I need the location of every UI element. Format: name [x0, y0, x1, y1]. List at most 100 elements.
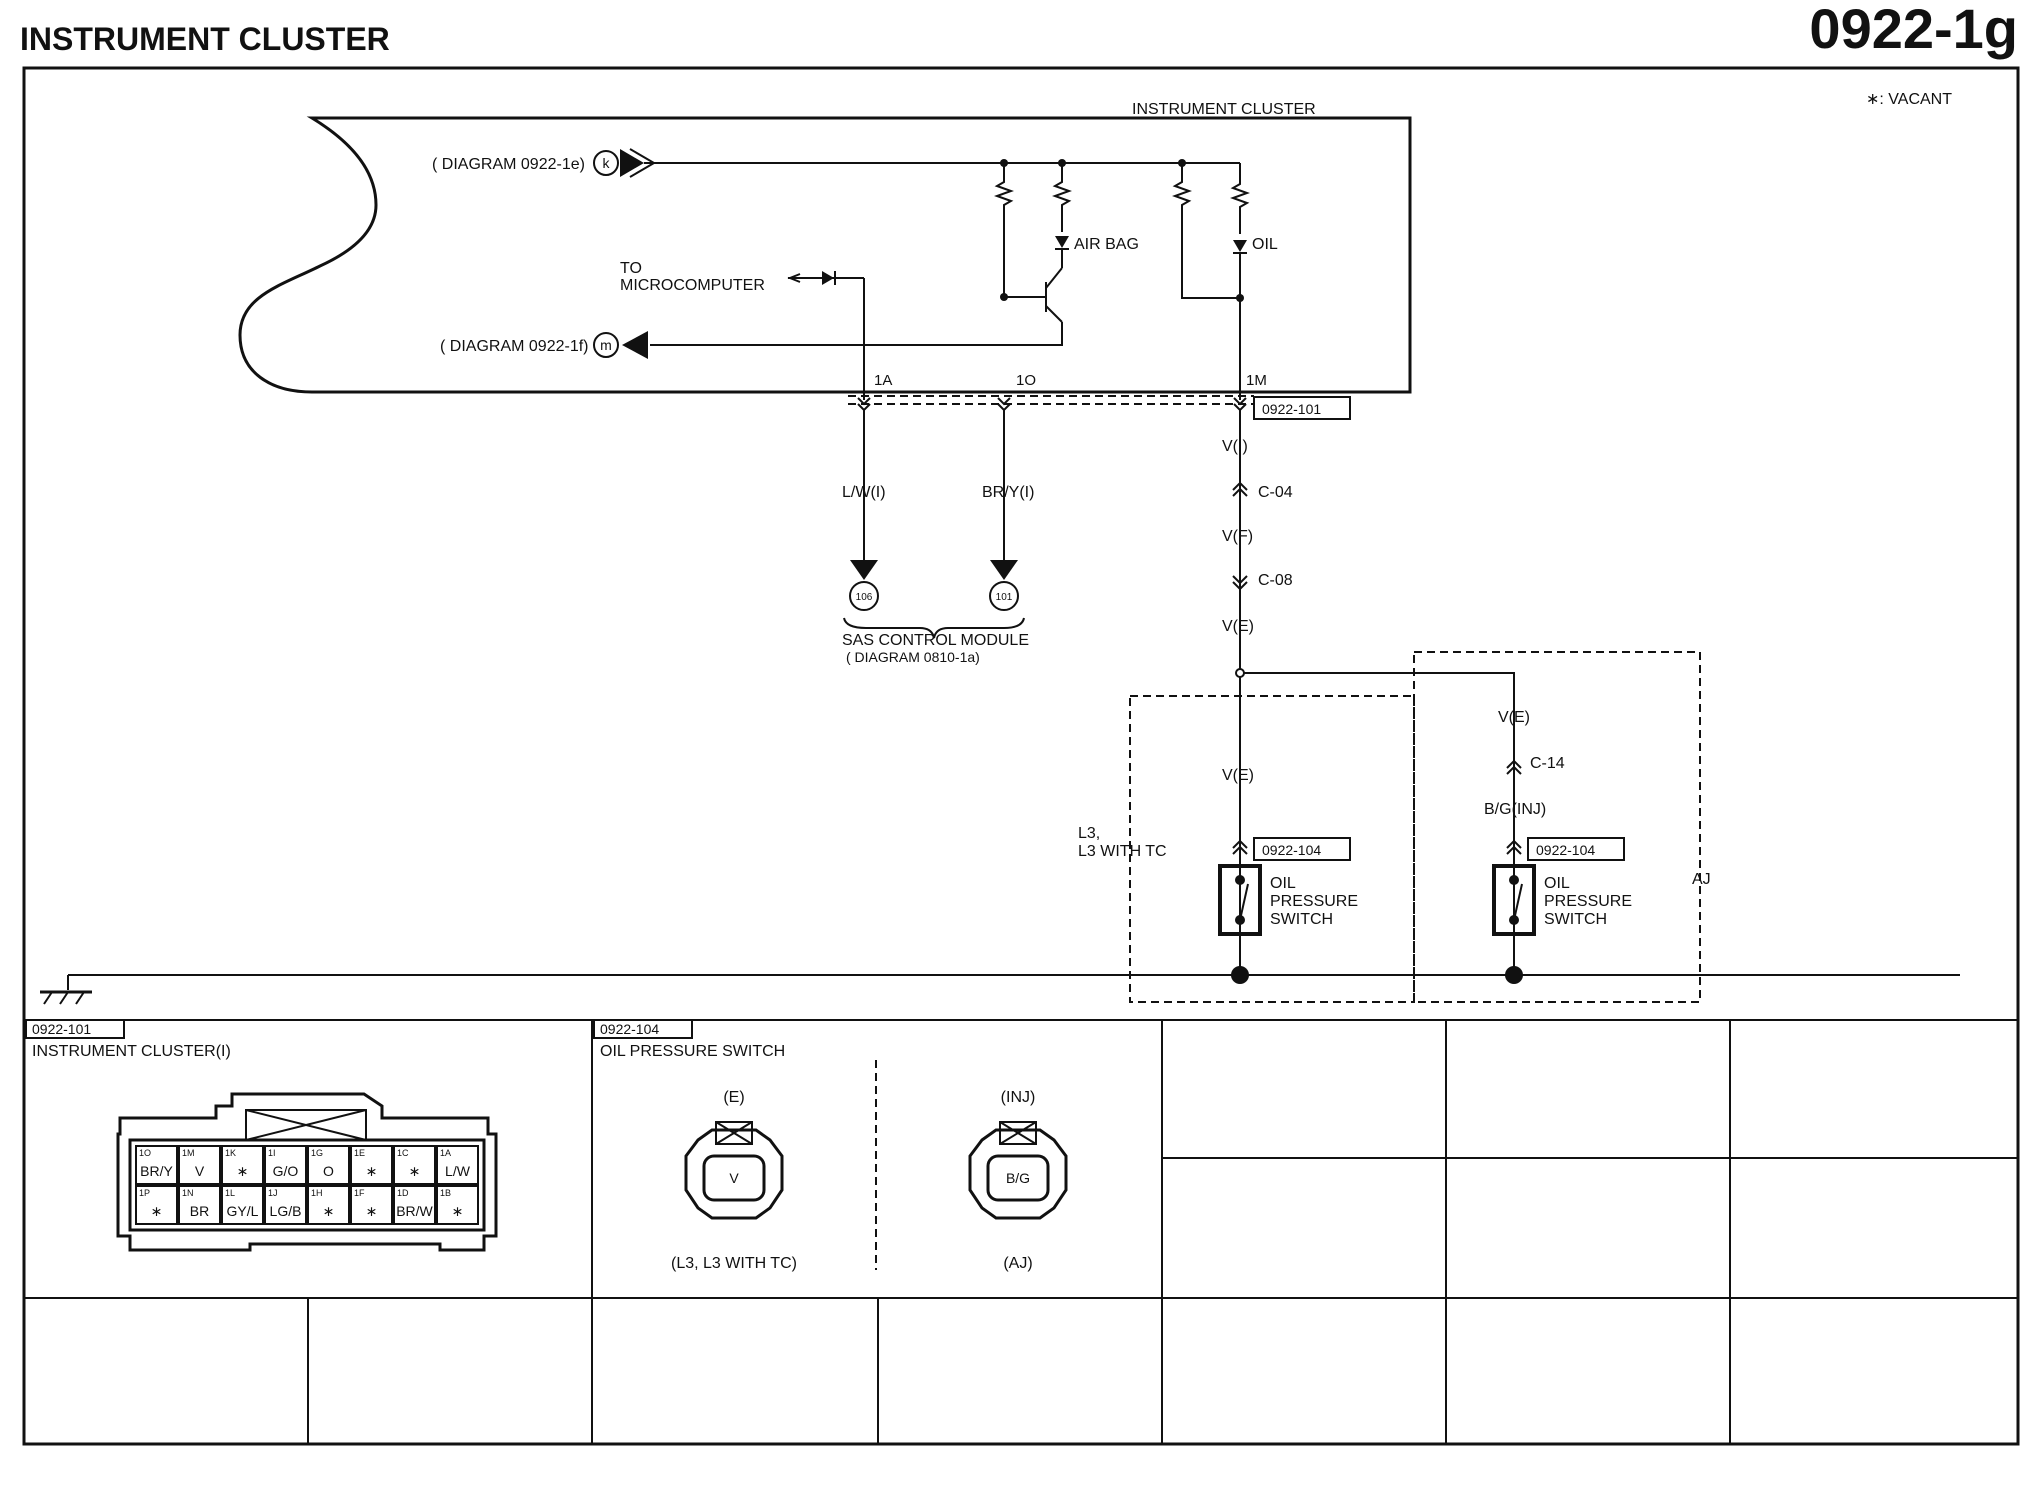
connector-101-cavities: 1OBR/Y1MV1K∗1IG/O1GO1E∗1C∗1AL/W1P∗1NBR1L… [135, 1145, 479, 1225]
transistor-collector [1045, 267, 1063, 289]
sas-arrow-106 [850, 560, 878, 580]
connector-tag-104-right-label: 0922-104 [1536, 842, 1595, 858]
oil-pressure-switch-right-label-2: PRESSURE [1544, 893, 1632, 910]
wire-bry-label: BR/Y(I) [982, 484, 1034, 501]
connector-cavity-pin: 1J [268, 1188, 278, 1198]
diagram-ref-k: ( DIAGRAM 0922-1e) [432, 156, 585, 173]
switch-inj-caption: (AJ) [1003, 1255, 1032, 1272]
connector-cavity-pin: 1B [440, 1188, 451, 1198]
wire-v-f-label: V(F) [1222, 528, 1253, 545]
emitter-wire [1004, 322, 1063, 346]
outer-frame [22, 66, 2020, 1446]
wire-v-i-label: V(I) [1222, 438, 1248, 455]
terminal-k [593, 150, 619, 176]
switch-e-tag: (E) [723, 1089, 744, 1106]
microcomputer-arrow [787, 273, 801, 283]
oil-pressure-switch-left-label-3: SWITCH [1270, 911, 1333, 928]
connector-c04 [1232, 481, 1248, 497]
panel-104-title: OIL PRESSURE SWITCH [600, 1043, 785, 1060]
resistor-airbag [1052, 163, 1072, 232]
sas-terminal-101-label: 101 [996, 592, 1013, 603]
switch-connector-e [684, 1121, 784, 1220]
wire-bg-inj-label: B/G(INJ) [1484, 801, 1546, 818]
page-title: INSTRUMENT CLUSTER [20, 21, 390, 57]
connector-104-left-pin [1232, 839, 1248, 855]
switch-blade [1513, 883, 1523, 921]
connector-104-right-pin [1506, 839, 1522, 855]
resistor-mid [1172, 163, 1240, 299]
pin-1m: 1M [1246, 372, 1267, 389]
sas-terminal-106 [849, 581, 879, 611]
ground-hatch [43, 991, 85, 1005]
instrument-cluster-outline [238, 116, 1412, 394]
microcomputer-label-2: MICROCOMPUTER [620, 277, 765, 294]
oil-pressure-switch-right [1492, 864, 1536, 936]
sas-brace [843, 617, 1025, 639]
arrow-m [622, 331, 648, 359]
oil-pressure-switch-left-label-2: PRESSURE [1270, 893, 1358, 910]
switch-contact [1235, 875, 1245, 885]
connector-cavity-pin: 1F [354, 1188, 365, 1198]
connector-tag-104-left [1253, 837, 1351, 861]
oil-pressure-switch-right-label-1: OIL [1544, 875, 1570, 892]
panel-104-code: 0922-104 [600, 1021, 659, 1037]
connector-cavity-pin: 1I [268, 1148, 276, 1158]
connector-cavity-pin: 1K [225, 1148, 236, 1158]
connector-cavity [264, 1145, 307, 1185]
diode-icon [822, 271, 834, 285]
connector-tag-104-left-label: 0922-104 [1262, 842, 1321, 858]
sas-module-ref: ( DIAGRAM 0810-1a) [846, 649, 980, 665]
variant-l3-label-2: L3 WITH TC [1078, 843, 1167, 860]
connector-cavity-wire: ∗ [366, 1203, 378, 1219]
connector-cavity [135, 1145, 178, 1185]
microcomputer-label-1: TO [620, 260, 642, 277]
connector-cavity-wire: O [323, 1163, 334, 1179]
oil-pressure-switch-left [1218, 864, 1262, 936]
connector-cavity-pin: 1G [311, 1148, 323, 1158]
connector-cavity-wire: ∗ [237, 1163, 249, 1179]
connector-cavity [264, 1185, 307, 1225]
connector-cavity-pin: 1O [139, 1148, 151, 1158]
pin-1o: 1O [1016, 372, 1036, 389]
connector-cavity [393, 1185, 436, 1225]
connector-cavity-wire: ∗ [409, 1163, 421, 1179]
connector-c04-label: C-04 [1258, 484, 1293, 501]
wire-v-e-left-label: V(E) [1222, 767, 1254, 784]
oil-label: OIL [1252, 236, 1278, 253]
junction-dot [1000, 293, 1008, 301]
switch-blade [1239, 883, 1249, 921]
connector-face [128, 1138, 486, 1232]
connector-cavity-pin: 1D [397, 1188, 409, 1198]
connector-c14 [1506, 759, 1522, 775]
terminal-m-label: m [600, 337, 612, 353]
connector-cavity-wire: BR/Y [140, 1163, 173, 1179]
transistor-emitter [1045, 305, 1063, 323]
connector-cavity-wire: ∗ [151, 1203, 163, 1219]
variant-aj-label: AJ [1692, 871, 1711, 888]
connector-cavity-pin: 1H [311, 1188, 323, 1198]
connector-cavity [393, 1145, 436, 1185]
connector-cavity-wire: ∗ [366, 1163, 378, 1179]
wire-v-branch [1244, 672, 1515, 840]
vacant-legend: ∗: VACANT [1866, 91, 1952, 108]
panel-101-code: 0922-101 [32, 1021, 91, 1037]
connector-latch-x [245, 1109, 367, 1141]
connector-cavity [307, 1145, 350, 1185]
connector-cavity-wire: GY/L [227, 1203, 259, 1219]
oil-pressure-switch-right-label-3: SWITCH [1544, 911, 1607, 928]
diagram-code: 0922-1g [1809, 0, 2018, 60]
switch-inj-wire: B/G [1006, 1170, 1030, 1186]
ground-junction [1231, 966, 1249, 984]
sas-arrow-101 [990, 560, 1018, 580]
connector-tag-101 [1253, 396, 1351, 420]
cluster-connector-housing [116, 1092, 498, 1252]
oil-led-icon [1233, 240, 1247, 252]
branch-junction [1235, 668, 1245, 678]
connector-cavity-wire: BR [190, 1203, 209, 1219]
terminal-m [593, 332, 619, 358]
airbag-led-icon [1055, 236, 1069, 248]
variant-l3-label-1: L3, [1078, 825, 1100, 842]
connector-tag-101-label: 0922-101 [1262, 401, 1321, 417]
connector-cavity-pin: 1P [139, 1188, 150, 1198]
resistor-1o [994, 163, 1014, 300]
